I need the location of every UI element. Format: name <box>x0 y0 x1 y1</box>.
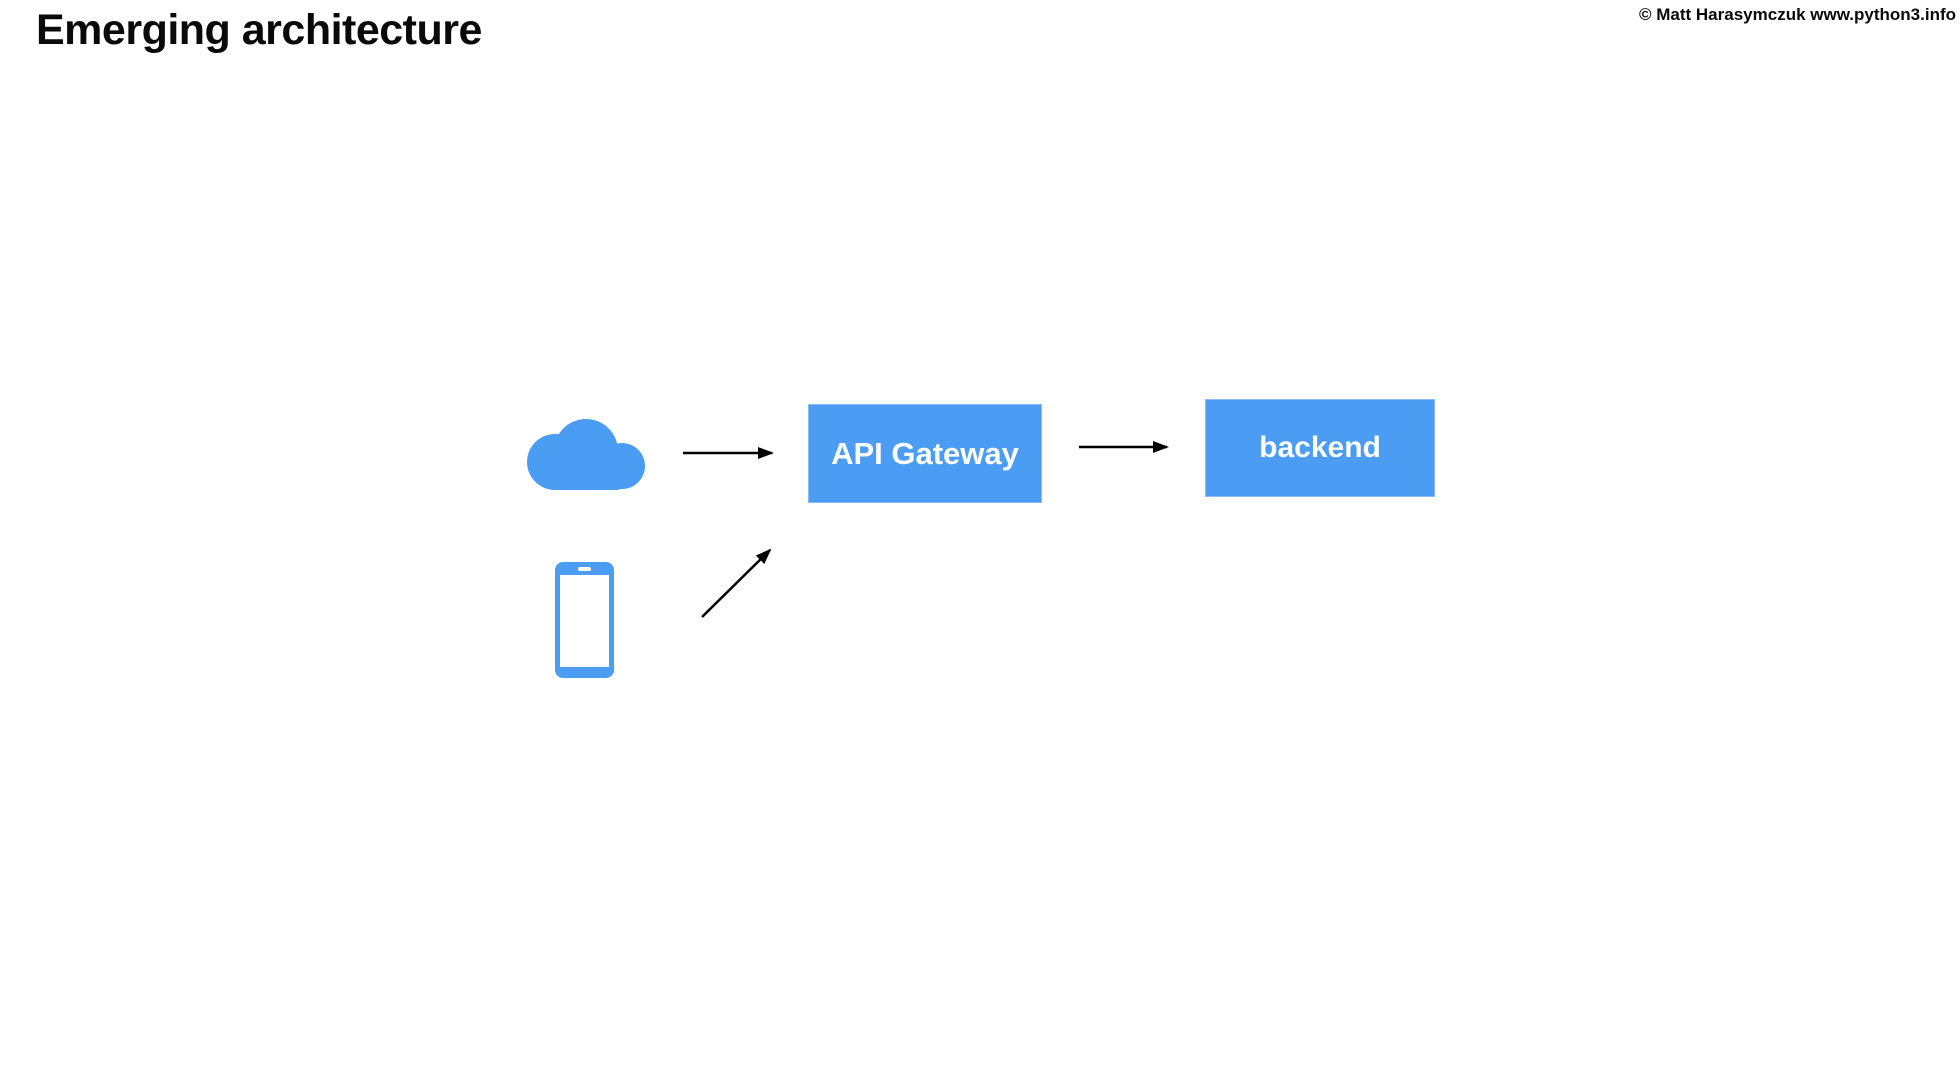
page-title: Emerging architecture <box>36 6 482 54</box>
phone-speaker-slot <box>578 567 591 571</box>
phone-screen <box>560 575 609 667</box>
node-api-gateway: API Gateway <box>808 404 1042 503</box>
cloud-icon <box>527 419 645 490</box>
node-backend: backend <box>1205 399 1435 497</box>
arrow-mobile-to-gateway <box>701 548 772 618</box>
node-api-gateway-label: API Gateway <box>831 435 1019 471</box>
copyright-text: © Matt Harasymczuk www.python3.info <box>1639 5 1956 24</box>
cloud-node <box>527 418 645 490</box>
smartphone-icon <box>555 562 614 678</box>
node-backend-label: backend <box>1259 431 1381 464</box>
